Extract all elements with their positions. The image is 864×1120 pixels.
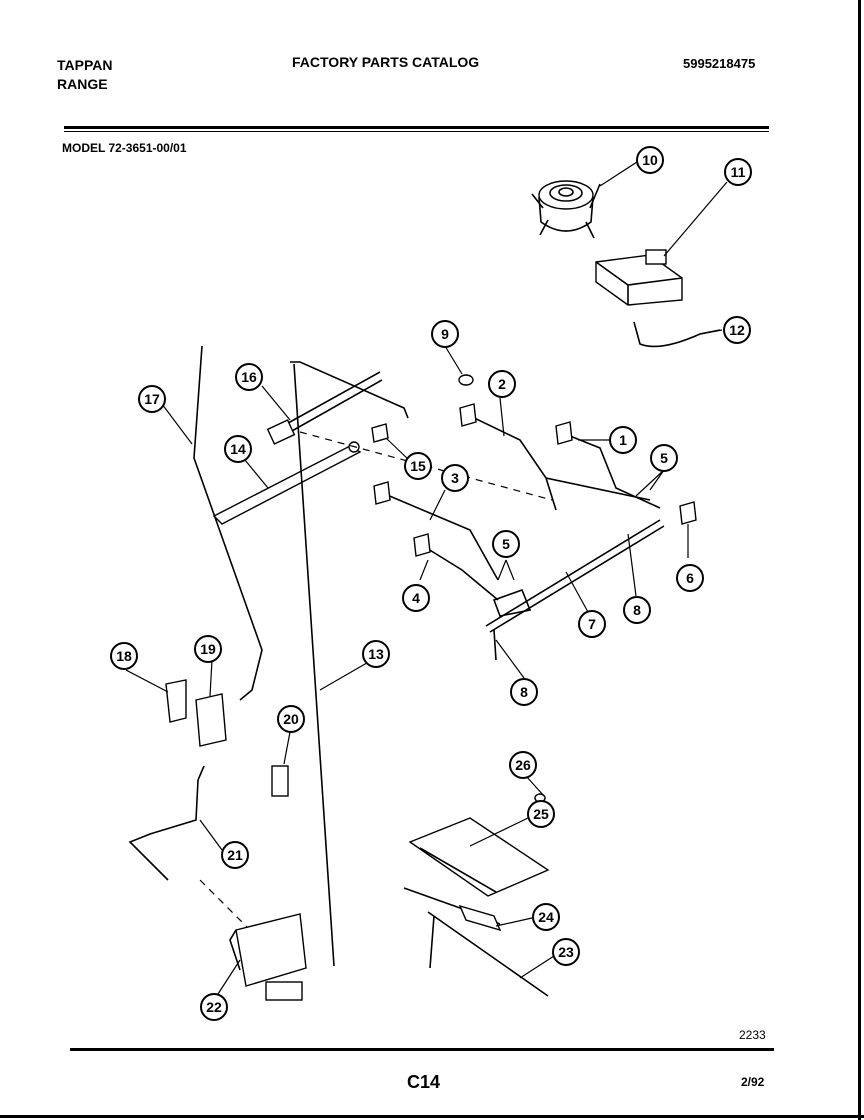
callout-17: 17 (138, 385, 166, 413)
part-ignitor-wire (633, 321, 721, 348)
part-clip-6 (679, 501, 697, 525)
callout-label-12: 12 (729, 322, 745, 338)
callout-19: 19 (194, 635, 222, 663)
revision-date: 2/92 (741, 1075, 765, 1089)
callout-11: 11 (724, 158, 752, 186)
callout-21: 21 (221, 841, 249, 869)
callout-5a: 5 (650, 444, 678, 472)
callout-label-5a: 5 (660, 450, 668, 466)
callout-label-15: 15 (410, 458, 426, 474)
callout-label-3: 3 (451, 470, 459, 486)
callout-label-11: 11 (731, 164, 746, 180)
part-nut-9 (458, 374, 474, 386)
part-burner-tube-23 (427, 911, 549, 997)
callout-1: 1 (609, 426, 637, 454)
callout-14: 14 (224, 435, 252, 463)
callout-8b: 8 (510, 678, 538, 706)
brand-block: TAPPAN RANGE (57, 56, 112, 94)
callout-26: 26 (509, 751, 537, 779)
part-burner-bracket (595, 249, 683, 306)
callout-label-18: 18 (116, 648, 132, 664)
callout-20: 20 (277, 705, 305, 733)
page-number: C14 (407, 1072, 441, 1092)
part-connector-15 (371, 423, 389, 443)
callout-label-24: 24 (538, 909, 554, 925)
page-border-right (858, 0, 861, 1120)
callout-23: 23 (552, 938, 580, 966)
callout-4: 4 (402, 584, 430, 612)
part-capillary-17 (193, 345, 263, 701)
part-valve-assembly (459, 403, 661, 511)
callout-10: 10 (636, 146, 664, 174)
callout-25: 25 (527, 800, 555, 828)
callout-22: 22 (200, 993, 228, 1021)
part-rod-13 (290, 361, 409, 967)
callout-label-25: 25 (533, 806, 549, 822)
callout-2: 2 (488, 370, 516, 398)
model-number: MODEL 72-3651-00/01 (62, 141, 187, 155)
callout-15: 15 (404, 452, 432, 480)
callout-label-16: 16 (241, 369, 257, 385)
catalog-number: 5995218475 (683, 56, 756, 71)
callout-label-2: 2 (498, 376, 506, 392)
callout-3: 3 (441, 464, 469, 492)
callout-12: 12 (723, 316, 751, 344)
callout-label-17: 17 (144, 391, 160, 407)
header-rule (64, 126, 769, 129)
callout-label-13: 13 (368, 646, 384, 662)
part-tube-21 (128, 765, 205, 881)
callout-label-6: 6 (686, 570, 694, 586)
callout-8a: 8 (623, 596, 651, 624)
callout-label-4: 4 (412, 590, 420, 606)
callout-24: 24 (532, 903, 560, 931)
footer-rule (70, 1048, 774, 1051)
alignment-dash-2 (199, 879, 251, 931)
callout-label-14: 14 (230, 441, 246, 457)
callout-7: 7 (578, 610, 606, 638)
part-bracket-18 (165, 679, 187, 723)
product-type: RANGE (57, 76, 108, 92)
callout-label-10: 10 (642, 152, 658, 168)
callout-label-26: 26 (515, 757, 531, 773)
callout-6: 6 (676, 564, 704, 592)
part-shield-25 (408, 817, 550, 897)
part-switch-19 (195, 693, 227, 747)
callout-label-23: 23 (558, 944, 574, 960)
drawing-reference: 2233 (739, 1028, 766, 1042)
leader-lines (125, 161, 728, 995)
callout-13: 13 (362, 640, 390, 668)
callout-label-5b: 5 (502, 536, 510, 552)
callout-label-1: 1 (619, 432, 627, 448)
page-border-bottom (0, 1115, 864, 1118)
callout-9: 9 (431, 320, 459, 348)
callout-label-8a: 8 (633, 602, 641, 618)
part-burner-24 (403, 887, 502, 932)
callout-16: 16 (235, 363, 263, 391)
callout-label-7: 7 (588, 616, 596, 632)
callout-label-19: 19 (200, 641, 216, 657)
part-tube-16 (266, 371, 383, 445)
callout-5b: 5 (492, 530, 520, 558)
callout-label-21: 21 (227, 847, 243, 863)
header-rule-thin (64, 131, 769, 132)
callout-label-20: 20 (283, 711, 299, 727)
callout-label-8b: 8 (520, 684, 528, 700)
catalog-title: FACTORY PARTS CATALOG (292, 54, 480, 70)
part-burner-head (531, 180, 601, 239)
brand-name: TAPPAN (57, 57, 113, 73)
part-manifold-pipe-7 (373, 481, 665, 661)
part-block-20 (271, 765, 289, 797)
callout-label-9: 9 (441, 326, 449, 342)
callout-label-22: 22 (206, 999, 222, 1015)
part-regulator-22 (229, 913, 307, 1001)
callout-18: 18 (110, 642, 138, 670)
